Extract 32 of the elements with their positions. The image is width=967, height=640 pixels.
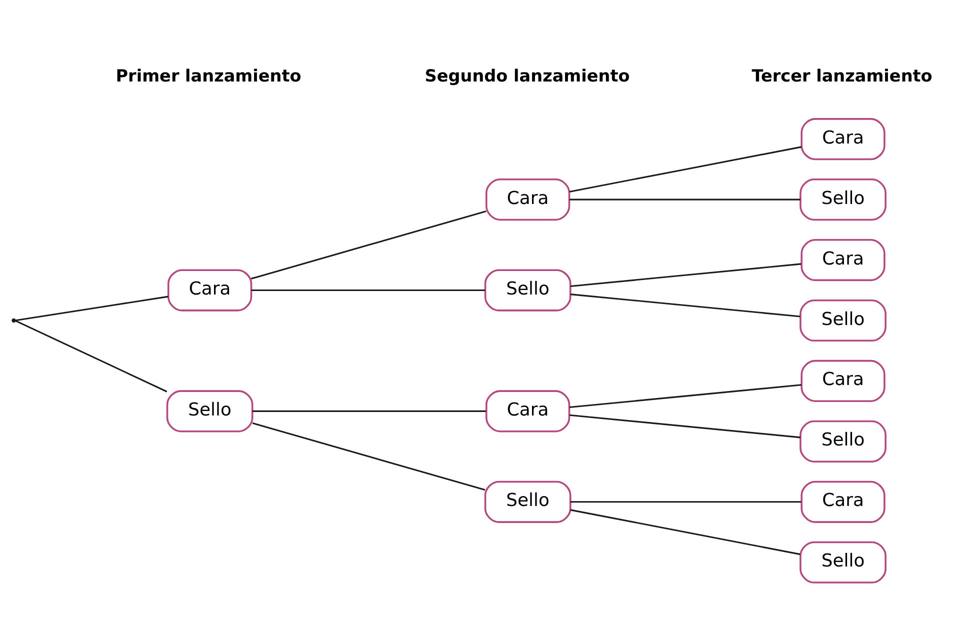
connector — [14, 319, 168, 392]
node-box: Sello — [800, 420, 886, 462]
node-box: Sello — [800, 178, 886, 220]
node-box: Sello — [484, 480, 572, 522]
connector — [251, 210, 486, 279]
label: Segundo lanzamiento — [424, 64, 630, 85]
node-box: Cara — [167, 268, 252, 311]
connector — [251, 288, 486, 291]
connector — [570, 198, 800, 200]
label: Tercer lanzamiento — [752, 64, 932, 85]
node-box: Sello — [800, 298, 886, 342]
connector — [570, 293, 800, 317]
node-box: Cara — [800, 480, 886, 522]
node-box: Sello — [800, 540, 886, 583]
node-point — [12, 318, 16, 322]
connector — [570, 500, 802, 502]
connector — [570, 262, 802, 287]
node-box: Cara — [486, 390, 570, 432]
connector — [569, 146, 802, 192]
node-box: Sello — [166, 390, 254, 432]
node-box: Cara — [800, 118, 886, 160]
connector — [569, 384, 802, 408]
node-box: Cara — [800, 359, 886, 402]
node-box: Cara — [800, 238, 886, 281]
node-box: Cara — [486, 178, 570, 220]
connector — [14, 295, 168, 321]
connector — [570, 508, 800, 555]
connector — [252, 410, 486, 412]
node-box: Sello — [484, 268, 572, 311]
label: Primer lanzamiento — [116, 64, 302, 85]
connector — [569, 414, 800, 438]
connector — [252, 422, 486, 490]
